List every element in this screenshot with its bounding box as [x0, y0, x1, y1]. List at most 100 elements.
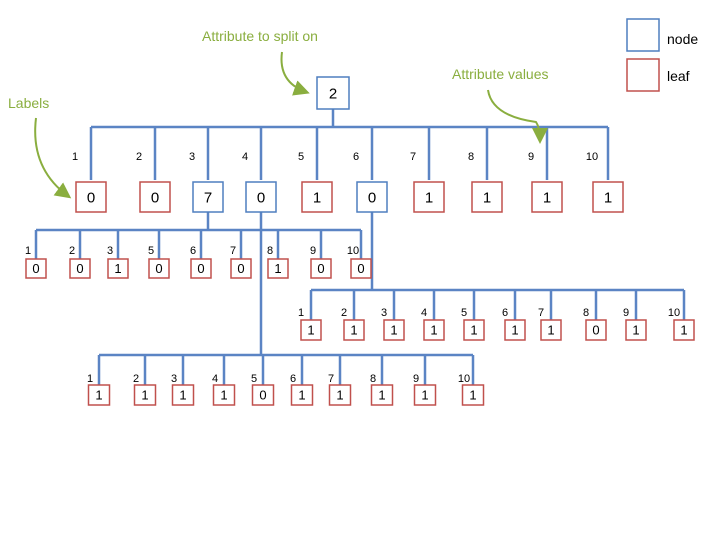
level1-branch-label: 1 [72, 151, 78, 163]
leaf-box [625, 319, 647, 341]
subtree6-leaf: 1 [540, 319, 562, 341]
leaf-value: 1 [543, 189, 551, 206]
leaf-value: 0 [259, 388, 266, 403]
leaf-value: 1 [313, 189, 321, 206]
subtree7-branch-label: 5 [148, 245, 154, 257]
leaf-value: 0 [155, 261, 162, 276]
leaf-box [190, 258, 212, 279]
subtree7-leaf: 0 [310, 258, 332, 279]
leaf-box [413, 181, 445, 213]
leaf-box [370, 384, 394, 406]
subtree7-branch-label: 1 [25, 245, 31, 257]
leaf-box [139, 181, 171, 213]
leaf-value: 1 [274, 261, 281, 276]
subtree7-branch-label: 8 [267, 245, 273, 257]
subtree7-branch-label: 3 [107, 245, 113, 257]
values-arrow [487, 89, 548, 144]
leaf-value: 1 [547, 323, 554, 338]
subtree4-branch-label: 4 [212, 373, 218, 385]
leaf-value: 1 [421, 388, 428, 403]
leaf-box [673, 319, 695, 341]
legend-node-swatch [626, 18, 660, 52]
annotation-attribute-values: Attribute values [452, 66, 549, 82]
leaf-box [301, 181, 333, 213]
annotation-labels: Labels [8, 95, 49, 111]
level1-branch-label: 4 [242, 151, 248, 163]
subtree4-branch-label: 6 [290, 373, 296, 385]
leaf-box [383, 319, 405, 341]
subtree4-leaf: 1 [87, 384, 111, 406]
subtree4-leaf: 1 [413, 384, 437, 406]
split-arrow [280, 51, 310, 96]
leaf-value: 0 [317, 261, 324, 276]
subtree4-branch-label: 10 [458, 373, 470, 385]
subtree7-leaf: 0 [230, 258, 252, 279]
subtree4-branch-label: 9 [413, 373, 419, 385]
subtree6-branch-label: 9 [623, 307, 629, 319]
subtree6-branch-label: 5 [461, 307, 467, 319]
leaf-value: 1 [604, 189, 612, 206]
node-box [316, 76, 350, 110]
subtree6-branch-label: 2 [341, 307, 347, 319]
subtree7-branch-label: 9 [310, 245, 316, 257]
leaf-box [328, 384, 352, 406]
level1-node: 7 [192, 181, 224, 213]
subtree4-branch-label: 7 [328, 373, 334, 385]
subtree4-leaf: 1 [290, 384, 314, 406]
leaf-value: 0 [151, 189, 159, 206]
leaf-value: 0 [197, 261, 204, 276]
root-node: 2 [316, 76, 350, 110]
leaf-value: 1 [680, 323, 687, 338]
level1-leaf: 0 [75, 181, 107, 213]
leaf-box [300, 319, 322, 341]
subtree6-leaf: 1 [343, 319, 365, 341]
annotation-attribute-to-split-on: Attribute to split on [202, 28, 318, 44]
level1-branch-label: 3 [189, 151, 195, 163]
leaf-value: 0 [87, 189, 95, 206]
subtree7-branch-label: 2 [69, 245, 75, 257]
leaf-box [310, 258, 332, 279]
subtree4-leaf: 1 [212, 384, 236, 406]
subtree6-leaf: 1 [383, 319, 405, 341]
subtree4-branch-label: 3 [171, 373, 177, 385]
subtree4-leaf: 0 [251, 384, 275, 406]
leaf-value: 0 [357, 261, 364, 276]
level1-branch-label: 10 [586, 151, 598, 163]
leaf-box [471, 181, 503, 213]
leaf-value: 0 [76, 261, 83, 276]
leaf-value: 1 [469, 388, 476, 403]
leaf-value: 1 [336, 388, 343, 403]
subtree6-branch-label: 4 [421, 307, 427, 319]
leaf-value: 0 [592, 323, 599, 338]
subtree6-leaf: 1 [625, 319, 647, 341]
leaf-value: 1 [425, 189, 433, 206]
legend-leaf-swatch [626, 58, 660, 92]
tree-edges [34, 109, 686, 385]
leaf-box [133, 384, 157, 406]
leaf-value: 1 [483, 189, 491, 206]
leaf-value: 1 [95, 388, 102, 403]
subtree6-branch-label: 6 [502, 307, 508, 319]
leaf-box [87, 384, 111, 406]
leaf-box [540, 319, 562, 341]
subtree6-branch-label: 7 [538, 307, 544, 319]
node-box [245, 181, 277, 213]
subtree7-leaf: 0 [148, 258, 170, 279]
leaf-box [69, 258, 91, 279]
leaf-box [531, 181, 563, 213]
leaf-box [251, 384, 275, 406]
subtree7-leaf: 0 [25, 258, 47, 279]
subtree4-leaf: 1 [133, 384, 157, 406]
subtree4-leaf: 1 [171, 384, 195, 406]
leaf-box [267, 258, 289, 279]
subtree6-leaf: 1 [463, 319, 485, 341]
leaf-value: 1 [114, 261, 121, 276]
leaf-value: 1 [430, 323, 437, 338]
leaf-box [343, 319, 365, 341]
leaf-value: 1 [511, 323, 518, 338]
subtree7-leaf: 1 [267, 258, 289, 279]
level1-leaf: 0 [139, 181, 171, 213]
subtree7-leaf: 0 [350, 258, 372, 279]
leaf-box [423, 319, 445, 341]
